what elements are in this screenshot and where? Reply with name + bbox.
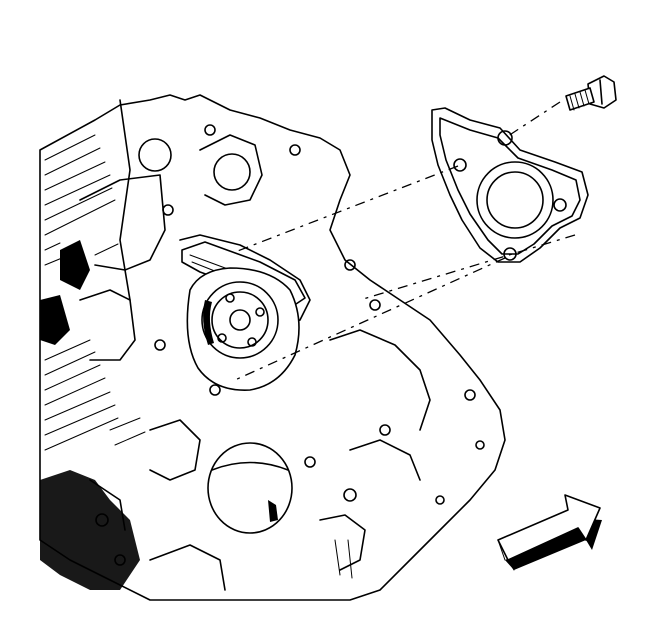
bolt-icon [565, 75, 617, 111]
alignment-lines [234, 101, 576, 381]
round-cover-plug [207, 442, 293, 534]
engine-block [39, 94, 506, 601]
cover-plate [431, 107, 589, 263]
timing-sprocket-area [181, 241, 306, 391]
direction-arrow-icon [497, 494, 602, 571]
